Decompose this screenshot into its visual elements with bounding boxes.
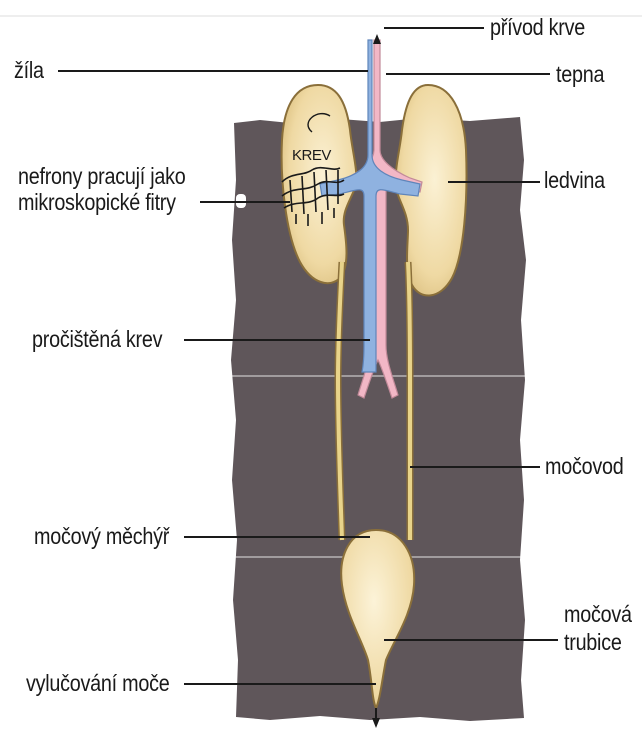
label-zila: žíla: [14, 58, 44, 82]
label-mocovod: močovod: [545, 454, 623, 478]
right-ureter-fill: [408, 262, 410, 540]
label-privod-krve: přívod krve: [490, 15, 585, 39]
krev-label: KREV: [292, 147, 331, 164]
label-nefrony-line1: nefrony pracují jako: [18, 164, 185, 188]
label-mocovy-mechyr: močový měchýř: [34, 524, 169, 548]
inflow-arrowhead: [373, 34, 381, 44]
outflow-arrowhead: [372, 718, 380, 728]
label-trubice: trubice: [564, 630, 622, 654]
label-procistena-krev: pročištěná krev: [32, 327, 162, 351]
label-tepna: tepna: [556, 62, 604, 86]
label-nefrony-line2: mikroskopické fitry: [18, 190, 176, 214]
label-mocova: močová: [564, 602, 632, 626]
label-ledvina: ledvina: [544, 168, 605, 192]
label-vylucovani-moce: vylučování moče: [26, 671, 169, 695]
